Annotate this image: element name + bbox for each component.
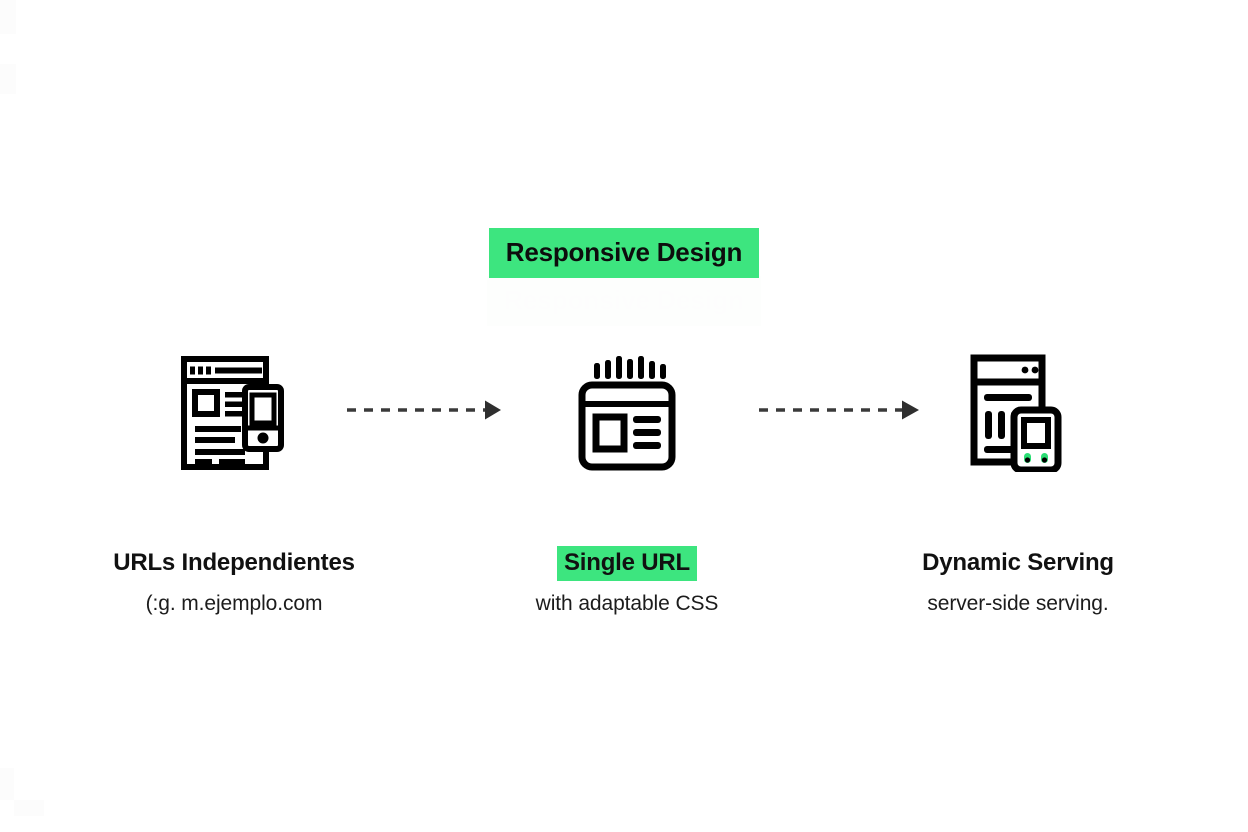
step-subtitle: server-side serving.	[927, 591, 1109, 615]
browser-with-phone-serving-icon	[970, 354, 1062, 472]
icon-container	[462, 340, 792, 485]
page-title-text: Responsive Design	[488, 228, 760, 278]
step-title: Dynamic Serving	[853, 549, 1183, 577]
icon-container	[69, 340, 399, 485]
arrow-right-icon	[347, 400, 501, 420]
arrow-right-icon	[759, 400, 919, 420]
title-ghost: Responsive Design	[0, 276, 1248, 326]
step-subtitle: (:g. m.ejemplo.com	[145, 591, 323, 615]
page-title: Responsive Design	[0, 228, 1248, 278]
step-title: Single URL	[462, 546, 792, 581]
step-title-text: Dynamic Serving	[922, 549, 1114, 576]
edge-artifact	[0, 768, 14, 800]
responsive-browser-window-icon	[578, 355, 676, 470]
step-title-text: Single URL	[556, 546, 697, 581]
step-subtitle: with adaptable CSS	[535, 591, 719, 615]
connector-arrow-1	[345, 396, 525, 424]
flow-step-single-url: Single URL with adaptable CSS	[462, 340, 792, 616]
edge-artifact	[14, 800, 44, 816]
flow-step-independent-urls: URLs Independientes (:g. m.ejemplo.com	[69, 340, 399, 616]
flow-step-dynamic-serving: Dynamic Serving server-side serving.	[853, 340, 1183, 616]
edge-artifact	[0, 0, 16, 34]
connector-arrow-2	[757, 396, 937, 424]
step-title-text: URLs Independientes	[113, 549, 355, 576]
title-ghost-text: Responsive Design	[487, 276, 761, 326]
icon-container	[853, 340, 1183, 485]
desktop-with-mobile-page-icon	[181, 355, 284, 470]
edge-artifact	[0, 64, 16, 94]
step-title: URLs Independientes	[69, 549, 399, 577]
